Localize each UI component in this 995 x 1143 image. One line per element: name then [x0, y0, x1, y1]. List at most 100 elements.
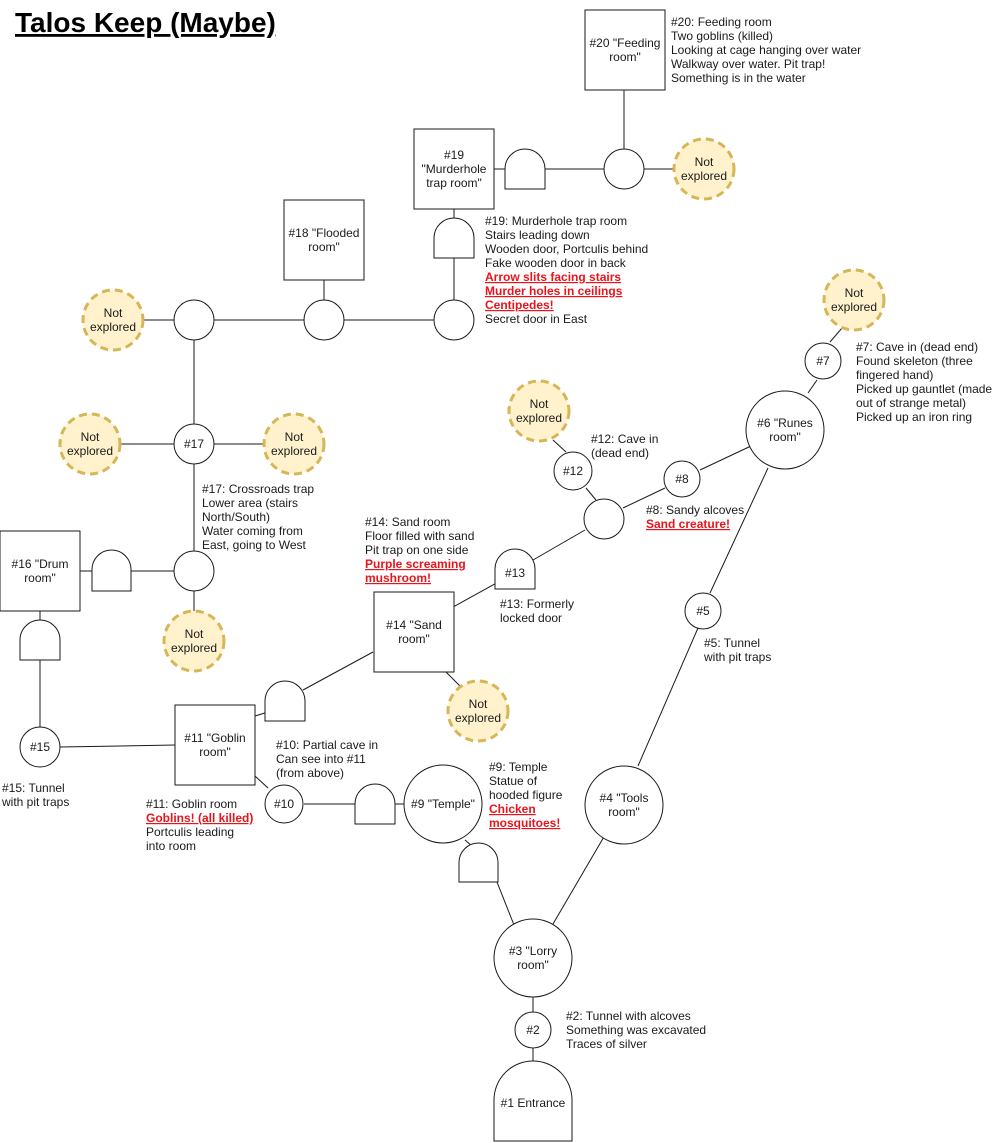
node-8[interactable]	[663, 460, 701, 498]
node-7-label: #7	[816, 354, 830, 368]
node-20[interactable]	[584, 9, 666, 91]
note-7: #7: Cave in (dead end)Found skeleton (th…	[856, 340, 992, 424]
node-5[interactable]	[684, 592, 722, 630]
node-5-label: #5	[696, 604, 710, 618]
unexplored-17-west[interactable]	[58, 412, 122, 476]
node-1-entrance[interactable]	[493, 1060, 573, 1142]
edge-3-4	[552, 834, 606, 925]
node-12[interactable]	[553, 451, 593, 491]
unexplored-17-north[interactable]	[81, 288, 145, 352]
door-19-20[interactable]	[504, 148, 546, 190]
node-3[interactable]	[493, 918, 573, 998]
unexplored-7[interactable]	[822, 268, 886, 332]
junction-19[interactable]	[433, 299, 475, 341]
door-14-11[interactable]	[264, 680, 306, 722]
door-15-16[interactable]	[19, 619, 61, 661]
door-16-17[interactable]	[91, 549, 132, 592]
edge-4-5	[637, 627, 699, 767]
unexplored-17-east[interactable]	[262, 412, 326, 476]
edge-6-7	[807, 379, 818, 394]
edge-11-10	[254, 775, 269, 789]
node-10[interactable]	[264, 784, 304, 824]
note-8-warning: Sand creature!	[646, 517, 730, 531]
note-8: #8: Sandy alcoves	[646, 503, 744, 517]
note-12: #12: Cave in(dead end)	[591, 432, 658, 460]
unexplored-12[interactable]	[507, 379, 571, 443]
node-15-label: #15	[30, 740, 50, 754]
edge-14-door	[302, 651, 374, 691]
door-19-stairs[interactable]	[433, 217, 475, 259]
note-11: #11: Goblin room	[146, 797, 237, 811]
unexplored-17-south[interactable]	[162, 609, 226, 673]
node-14[interactable]	[373, 591, 455, 673]
door-10-9[interactable]	[354, 783, 396, 825]
node-9-label: #9 "Temple"	[411, 797, 475, 811]
node-1-label: #1 Entrance	[501, 1096, 566, 1110]
node-4[interactable]	[584, 765, 664, 845]
junction-8-12-13[interactable]	[583, 498, 625, 540]
node-6[interactable]	[745, 390, 825, 470]
unexplored-20[interactable]	[672, 137, 736, 201]
node-11[interactable]	[174, 704, 256, 786]
junction-18[interactable]	[303, 299, 345, 341]
page-title: Talos Keep (Maybe)	[15, 7, 276, 38]
unexplored-14[interactable]	[446, 679, 510, 743]
note-11-warning: Goblins! (all killed)	[146, 811, 253, 825]
junction-17-north[interactable]	[173, 299, 215, 341]
edge-12-unexplored	[552, 439, 567, 453]
edge-15-11	[59, 744, 176, 748]
node-16[interactable]	[0, 530, 81, 612]
edge-junction-13	[532, 529, 586, 561]
node-12-label: #12	[563, 464, 583, 478]
node-8-label: #8	[675, 472, 689, 486]
edge-5-6	[709, 467, 769, 594]
node-15[interactable]	[19, 726, 61, 768]
junction-20[interactable]	[603, 148, 645, 190]
junction-16-17[interactable]	[173, 550, 215, 592]
door-9-3[interactable]	[458, 842, 499, 883]
node-2-label: #2	[526, 1023, 540, 1037]
node-7[interactable]	[804, 342, 842, 380]
node-2[interactable]	[514, 1011, 552, 1049]
edge-13-14	[452, 580, 501, 608]
node-19[interactable]	[413, 128, 495, 210]
node-17-label: #17	[184, 437, 204, 451]
node-13-label: #13	[505, 566, 525, 580]
node-17[interactable]	[173, 423, 215, 465]
node-18[interactable]	[283, 199, 365, 281]
node-10-label: #10	[274, 797, 294, 811]
node-9[interactable]	[403, 764, 483, 844]
edge-7-unexplored	[829, 327, 843, 343]
node-13-door[interactable]	[494, 548, 536, 590]
